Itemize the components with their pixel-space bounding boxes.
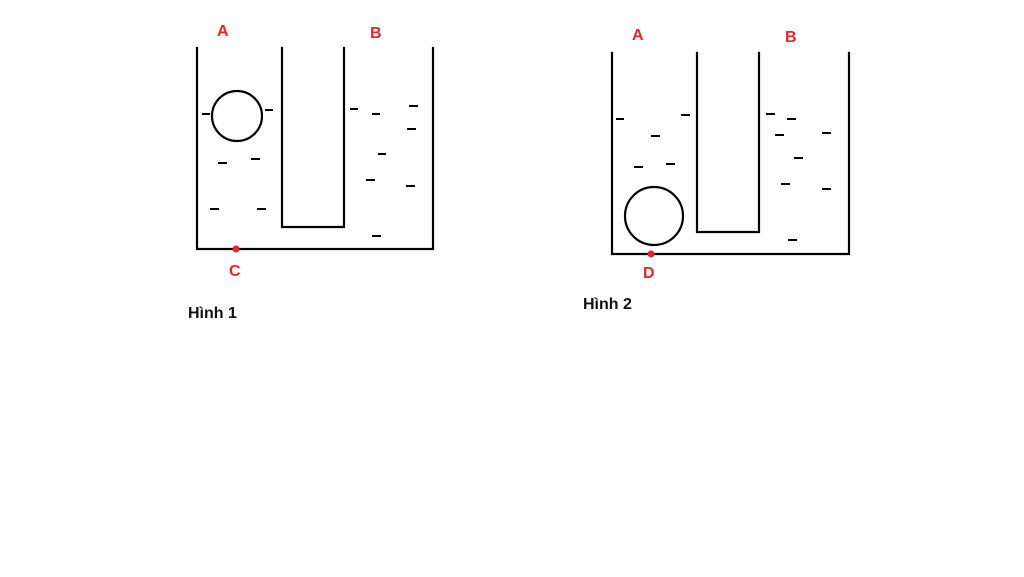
figure-1-point-marker xyxy=(232,245,240,253)
figure-2: A B D Hình 2 xyxy=(583,27,851,313)
figure-1-right-liquid-dashes xyxy=(350,105,418,237)
figure-1-ball xyxy=(210,89,264,143)
figure-1-container xyxy=(195,46,435,251)
figure-1-label-a: A xyxy=(217,23,229,40)
figure-1-label-b: B xyxy=(370,25,382,42)
figure-1-divider xyxy=(280,46,346,229)
figure-2-container xyxy=(610,51,851,256)
figure-1-caption: Hình 1 xyxy=(188,305,237,322)
figure-2-ball xyxy=(623,185,685,247)
figure-2-divider xyxy=(695,51,761,234)
figure-2-caption: Hình 2 xyxy=(583,296,632,313)
figure-2-label-a: A xyxy=(632,27,644,44)
figure-2-point-marker xyxy=(647,250,655,258)
figure-1-label-point: C xyxy=(229,263,241,280)
figure-1: A B C Hình 1 xyxy=(188,23,435,322)
figure-2-left-liquid-dashes xyxy=(616,114,690,168)
figure-1-left-liquid-dashes xyxy=(202,109,273,210)
figure-2-label-b: B xyxy=(785,29,797,46)
figure-2-label-point: D xyxy=(643,265,655,282)
figure-2-right-liquid-dashes xyxy=(766,113,831,241)
